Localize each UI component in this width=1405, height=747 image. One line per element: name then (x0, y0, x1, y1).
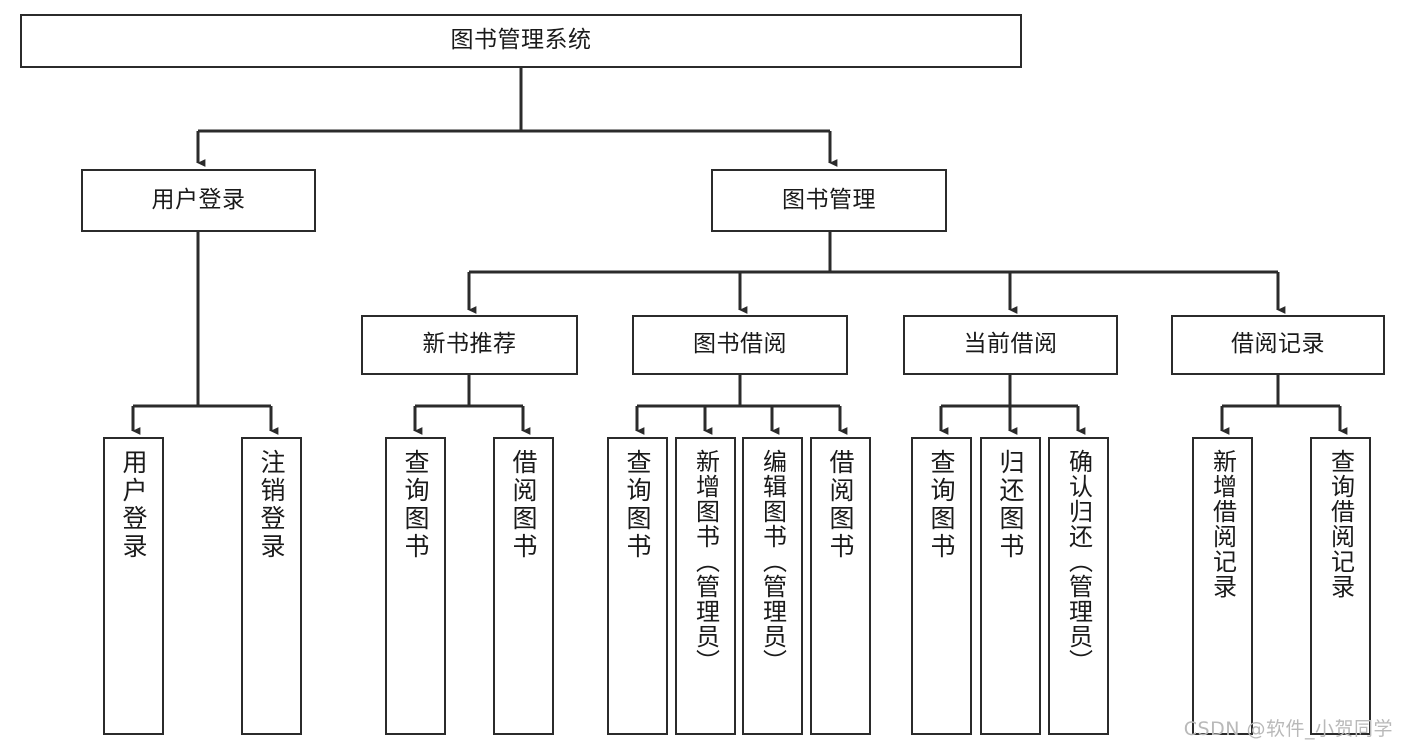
node-label: 查询图书 (401, 449, 430, 561)
leaf-user-login[interactable]: 用户登录 (103, 437, 164, 735)
leaf-query-book-borrow[interactable]: 查询图书 (607, 437, 668, 735)
leaf-confirm-return-admin[interactable]: 确认归还（管理员） (1048, 437, 1109, 735)
node-book-management[interactable]: 图书管理 (711, 169, 947, 232)
node-label: 新增借阅记录 (1208, 449, 1237, 599)
leaf-query-borrow-record[interactable]: 查询借阅记录 (1310, 437, 1371, 735)
leaf-borrow-book-borrow[interactable]: 借阅图书 (810, 437, 871, 735)
node-label: 编辑图书（管理员） (758, 449, 787, 674)
node-label: 确认归还（管理员） (1064, 449, 1093, 674)
node-label: 借阅记录 (1231, 331, 1325, 358)
node-label: 查询图书 (623, 449, 652, 561)
node-book-borrow[interactable]: 图书借阅 (632, 315, 848, 375)
leaf-edit-book-admin[interactable]: 编辑图书（管理员） (742, 437, 803, 735)
node-new-book-recommend[interactable]: 新书推荐 (361, 315, 578, 375)
leaf-borrow-book-newbook[interactable]: 借阅图书 (493, 437, 554, 735)
node-label: 图书借阅 (693, 331, 787, 358)
node-label: 新书推荐 (422, 331, 517, 358)
watermark: CSDN @软件_小贺同学 (1183, 718, 1393, 740)
node-borrow-record[interactable]: 借阅记录 (1171, 315, 1385, 375)
node-root-book-management-system[interactable]: 图书管理系统 (20, 14, 1022, 68)
leaf-add-book-admin[interactable]: 新增图书（管理员） (675, 437, 736, 735)
node-label: 图书管理 (782, 186, 876, 213)
node-label: 新增图书（管理员） (691, 449, 720, 674)
node-label: 用户登录 (151, 186, 246, 213)
node-label: 归还图书 (996, 449, 1025, 561)
node-current-borrow[interactable]: 当前借阅 (903, 315, 1118, 375)
node-label: 用户登录 (119, 449, 148, 561)
node-label: 注销登录 (257, 449, 286, 561)
leaf-add-borrow-record[interactable]: 新增借阅记录 (1192, 437, 1253, 735)
node-label: 图书管理系统 (450, 27, 592, 54)
leaf-return-book[interactable]: 归还图书 (980, 437, 1041, 735)
node-label: 借阅图书 (509, 449, 538, 561)
leaf-query-book-newbook[interactable]: 查询图书 (385, 437, 446, 735)
node-label: 查询借阅记录 (1326, 449, 1355, 599)
node-label: 当前借阅 (963, 331, 1058, 358)
node-user-login[interactable]: 用户登录 (81, 169, 316, 232)
node-label: 借阅图书 (826, 449, 855, 561)
node-label: 查询图书 (927, 449, 956, 561)
leaf-logout-login[interactable]: 注销登录 (241, 437, 302, 735)
leaf-query-book-current[interactable]: 查询图书 (911, 437, 972, 735)
